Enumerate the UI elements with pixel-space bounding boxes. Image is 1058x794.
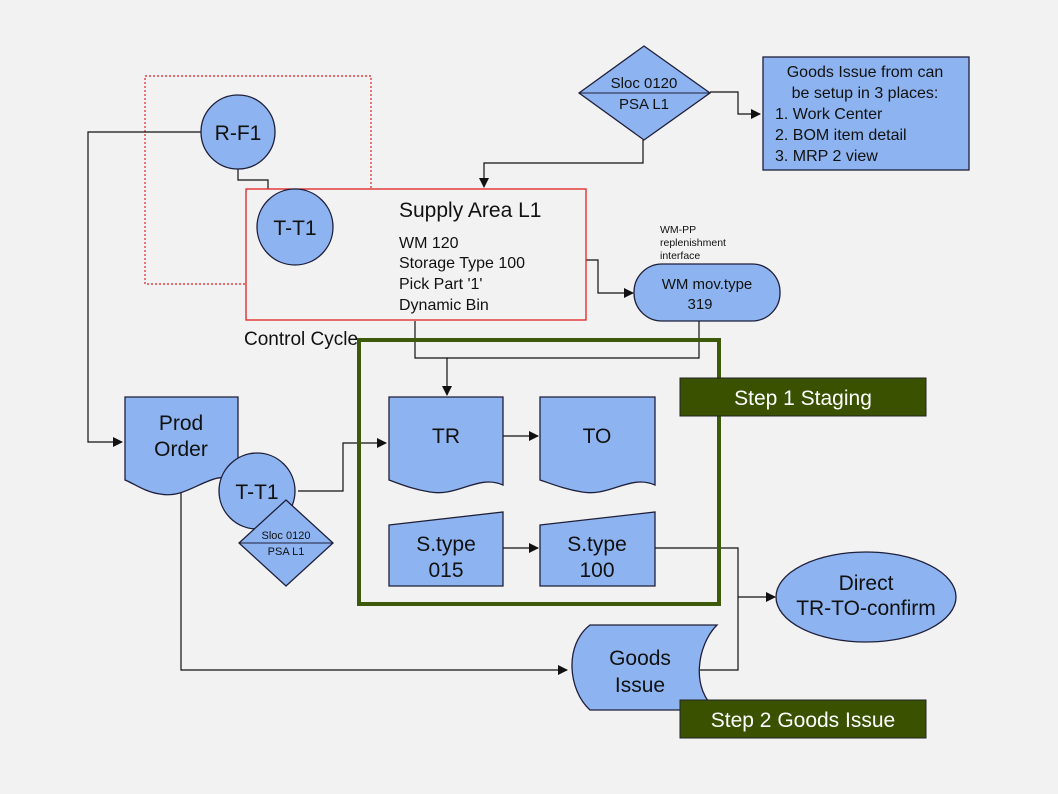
supply-area-line-2: Storage Type 100: [399, 255, 525, 272]
supply-area-line-4: Dynamic Bin: [399, 297, 489, 314]
connector-stype100-to-direct: [655, 547, 739, 671]
step2-label: Step 2 Goods Issue: [711, 709, 895, 732]
to-label: TO: [583, 425, 612, 448]
to-node: [539, 396, 656, 494]
goods-issue-line-1: Goods: [609, 647, 671, 670]
wmpp-label-line-2: replenishment: [660, 237, 726, 249]
connector-tt1-to-tr: [298, 438, 387, 492]
stype-100-line-2: 100: [579, 559, 614, 582]
connector-rf1-to-tt1: [237, 168, 269, 190]
sloc-small-line-1: Sloc 0120: [262, 530, 311, 542]
wm-mov-type-line-2: 319: [687, 296, 712, 313]
note-line-5: 3. MRP 2 view: [775, 148, 878, 165]
wmpp-label-line-1: WM-PP: [660, 224, 696, 236]
note-line-4: 2. BOM item detail: [775, 127, 907, 144]
connector-supply-area-to-tr: [414, 321, 452, 396]
step1-label-box: [679, 377, 927, 417]
direct-line-2: TR-TO-confirm: [796, 597, 936, 620]
control-cycle-label: Control Cycle: [244, 329, 358, 350]
stype-015-node: [388, 511, 504, 587]
control-cycle-dotted-frame: [144, 75, 372, 285]
connector-prod-order-to-goods-issue: [180, 482, 568, 675]
staging-frame: [357, 338, 721, 606]
goods-issue-note-box: [762, 56, 970, 171]
sloc-top-line-2: PSA L1: [619, 96, 669, 113]
connector-sloc-to-note: [710, 91, 761, 119]
supply-area-title: Supply Area L1: [399, 199, 541, 222]
note-line-3: 1. Work Center: [775, 106, 883, 123]
sloc-small-line-2: PSA L1: [268, 546, 305, 558]
step2-label-box: [679, 699, 927, 739]
direct-line-1: Direct: [839, 572, 894, 595]
stype-015-line-1: S.type: [416, 533, 476, 556]
supply-area-line-3: Pick Part '1': [399, 276, 482, 293]
stype-100-line-1: S.type: [567, 533, 627, 556]
rf1-node: [200, 94, 276, 170]
tr-label: TR: [432, 425, 460, 448]
note-line-2: be setup in 3 places:: [792, 85, 939, 102]
tr-node: [388, 396, 504, 494]
tt1-top-node: [256, 188, 334, 266]
tt1-top-label: T-T1: [273, 217, 316, 240]
connector-rf1-to-prod-order: [87, 131, 201, 447]
prod-order-line-1: Prod: [159, 412, 203, 435]
stype-015-line-2: 015: [428, 559, 463, 582]
stype-100-node: [539, 511, 656, 587]
direct-confirm-node: [775, 551, 957, 643]
connector-wm-mov-to-tr: [447, 321, 700, 359]
supply-area-line-1: WM 120: [399, 235, 459, 252]
note-line-1: Goods Issue from can: [787, 64, 944, 81]
connector-sloc-to-supply-area: [479, 140, 644, 188]
wm-mov-type-node: [633, 263, 781, 322]
wm-mov-type-line-1: WM mov.type: [662, 276, 753, 293]
step1-label: Step 1 Staging: [734, 387, 872, 410]
goods-issue-line-2: Issue: [615, 674, 665, 697]
tt1-bottom-label: T-T1: [235, 481, 278, 504]
prod-order-line-2: Order: [154, 438, 208, 461]
sloc-top-line-1: Sloc 0120: [611, 75, 678, 92]
rf1-label: R-F1: [215, 122, 262, 145]
wmpp-label-line-3: interface: [660, 250, 700, 262]
